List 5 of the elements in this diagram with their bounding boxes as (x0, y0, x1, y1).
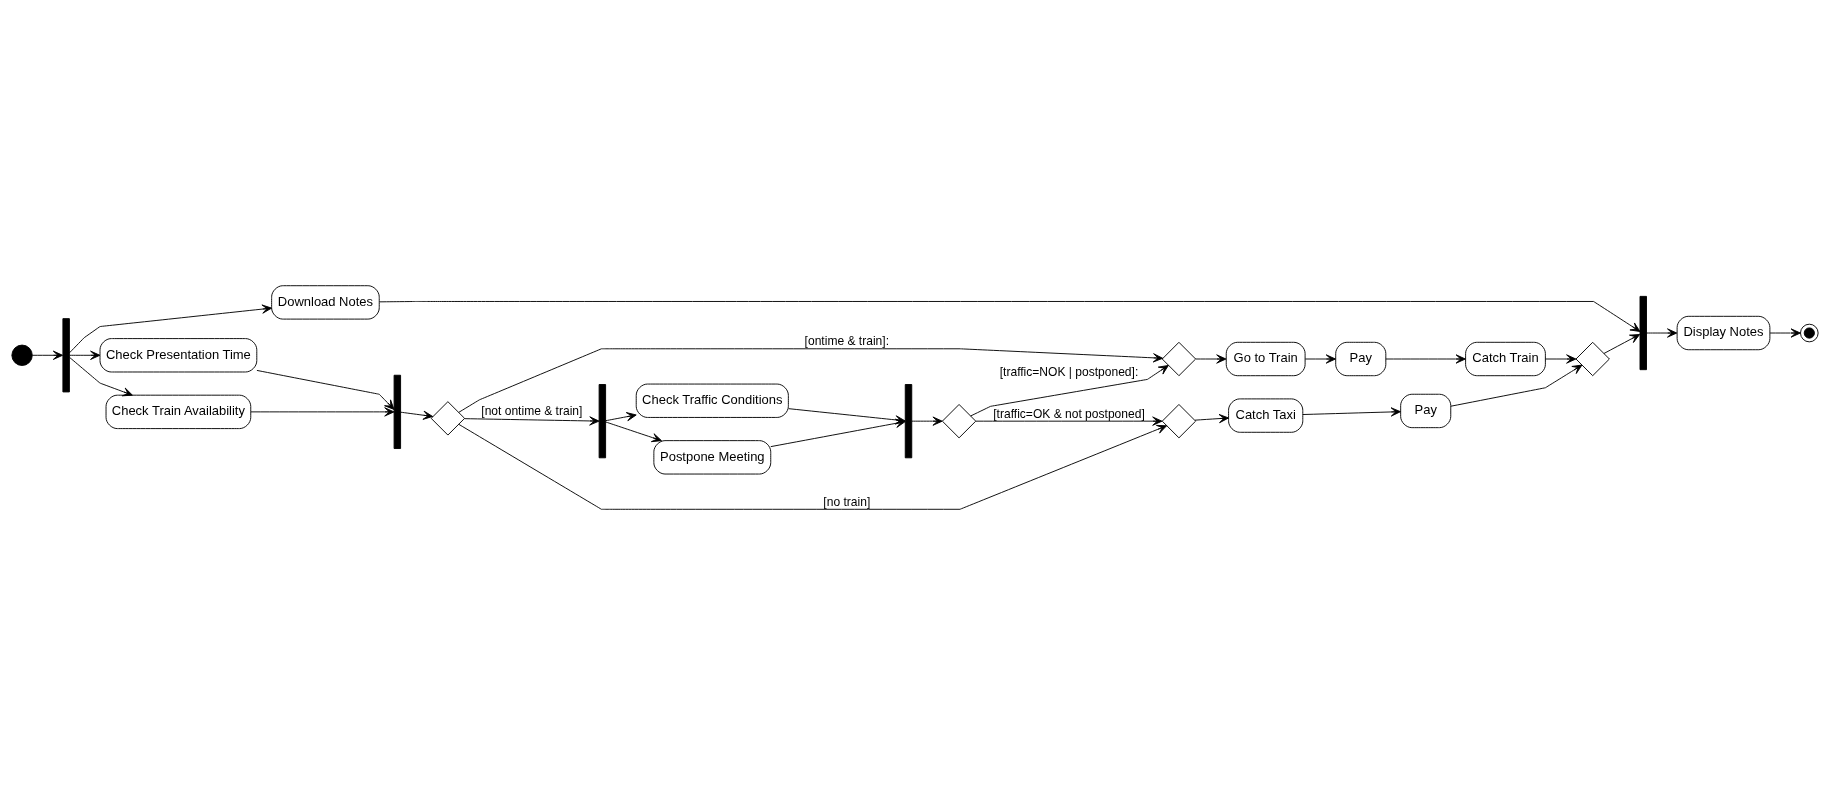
edge-label: [not ontime & train] (481, 404, 583, 419)
edge-label: [ontime & train]: (804, 334, 889, 349)
edge-label: [no train] (823, 494, 871, 509)
edge-label: [traffic=OK & not postponed] (993, 406, 1145, 421)
edge-label: [traffic=NOK | postponed]: (999, 365, 1139, 380)
